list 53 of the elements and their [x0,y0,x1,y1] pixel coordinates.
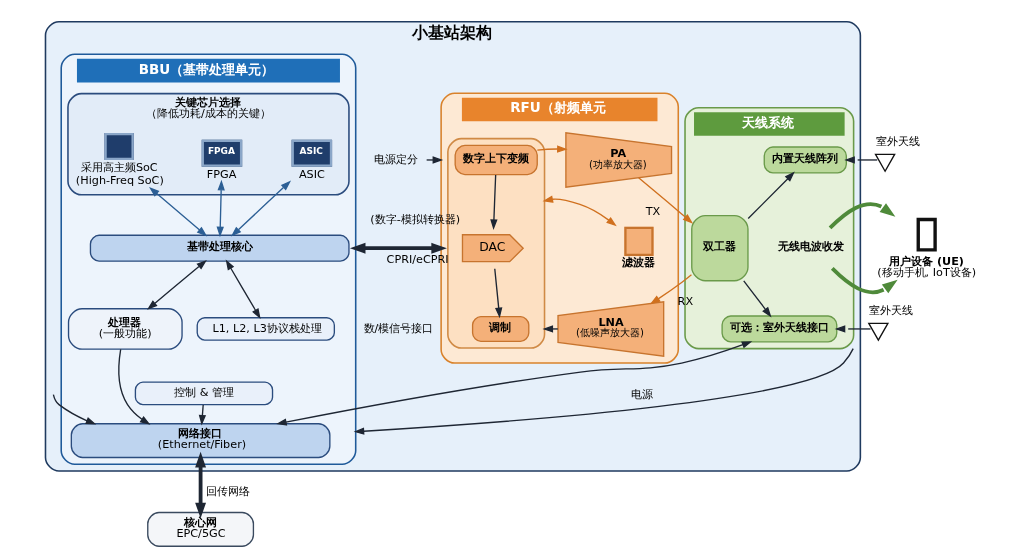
arrow [828,202,895,230]
arrow [353,347,854,435]
node-box: 处理器 (一般功能) [67,308,183,350]
arrow [489,174,498,230]
node-text: 电源定分 [373,152,418,166]
arrow [275,341,752,426]
node-box: 控制 & 管理 [134,381,273,406]
arrow [198,404,206,426]
arrow [747,171,795,220]
node-box: LNA (低噪声放大器) [556,301,664,357]
arrow [742,280,771,318]
node-box: 调制 [471,315,529,342]
arrow [194,451,206,519]
node-text: 无线电波收发 [777,239,844,253]
node-label: 采用高主频SoC [80,161,158,175]
arrow [225,259,261,320]
arrow [834,325,871,333]
arrow [843,156,878,164]
arrow [493,268,502,319]
node-label: ASIC [298,167,325,181]
arrow [148,187,207,237]
node-label: FPGA [206,167,236,181]
node-box: 数字上下变频 [454,144,538,176]
node-label: 室外天线 [875,135,920,149]
arrow [349,242,447,254]
node-box: 双工器 [690,214,749,282]
node-box: L1, L2, L3协议栈处理 [196,317,335,341]
arrow [425,156,443,164]
node-label: 滤波器 [621,256,655,270]
arrow [146,259,207,310]
node-label: (移动手机, IoT设备) [876,266,976,280]
node-box: 核心网 EPC/5GC [146,511,254,547]
arrow [216,179,225,238]
node-box: 内置天线阵列 [763,146,847,174]
node-box: 网络接口 (Ethernet/Fiber) [70,423,331,459]
label: 数/模信号接口 [363,321,433,335]
arrow [117,348,150,425]
arrow [542,325,558,333]
node-box: 可选：室外天线接口 [720,315,837,343]
node-label: (High-Freq SoC) [75,173,164,187]
arrow [542,195,617,227]
edge-label: 电源 [630,387,653,401]
arrow [830,267,898,295]
node-box: 基带处理核心 [89,234,350,262]
arrow [649,274,692,305]
arrow [637,177,693,224]
arrow [52,393,96,425]
node-box: PA (功率放大器) [564,132,672,188]
node-label: 室外天线 [868,304,913,318]
edge-label: 回传网络 [205,485,250,499]
arrow [230,180,291,237]
edge-label: TX [645,205,660,219]
arrow [536,145,568,153]
